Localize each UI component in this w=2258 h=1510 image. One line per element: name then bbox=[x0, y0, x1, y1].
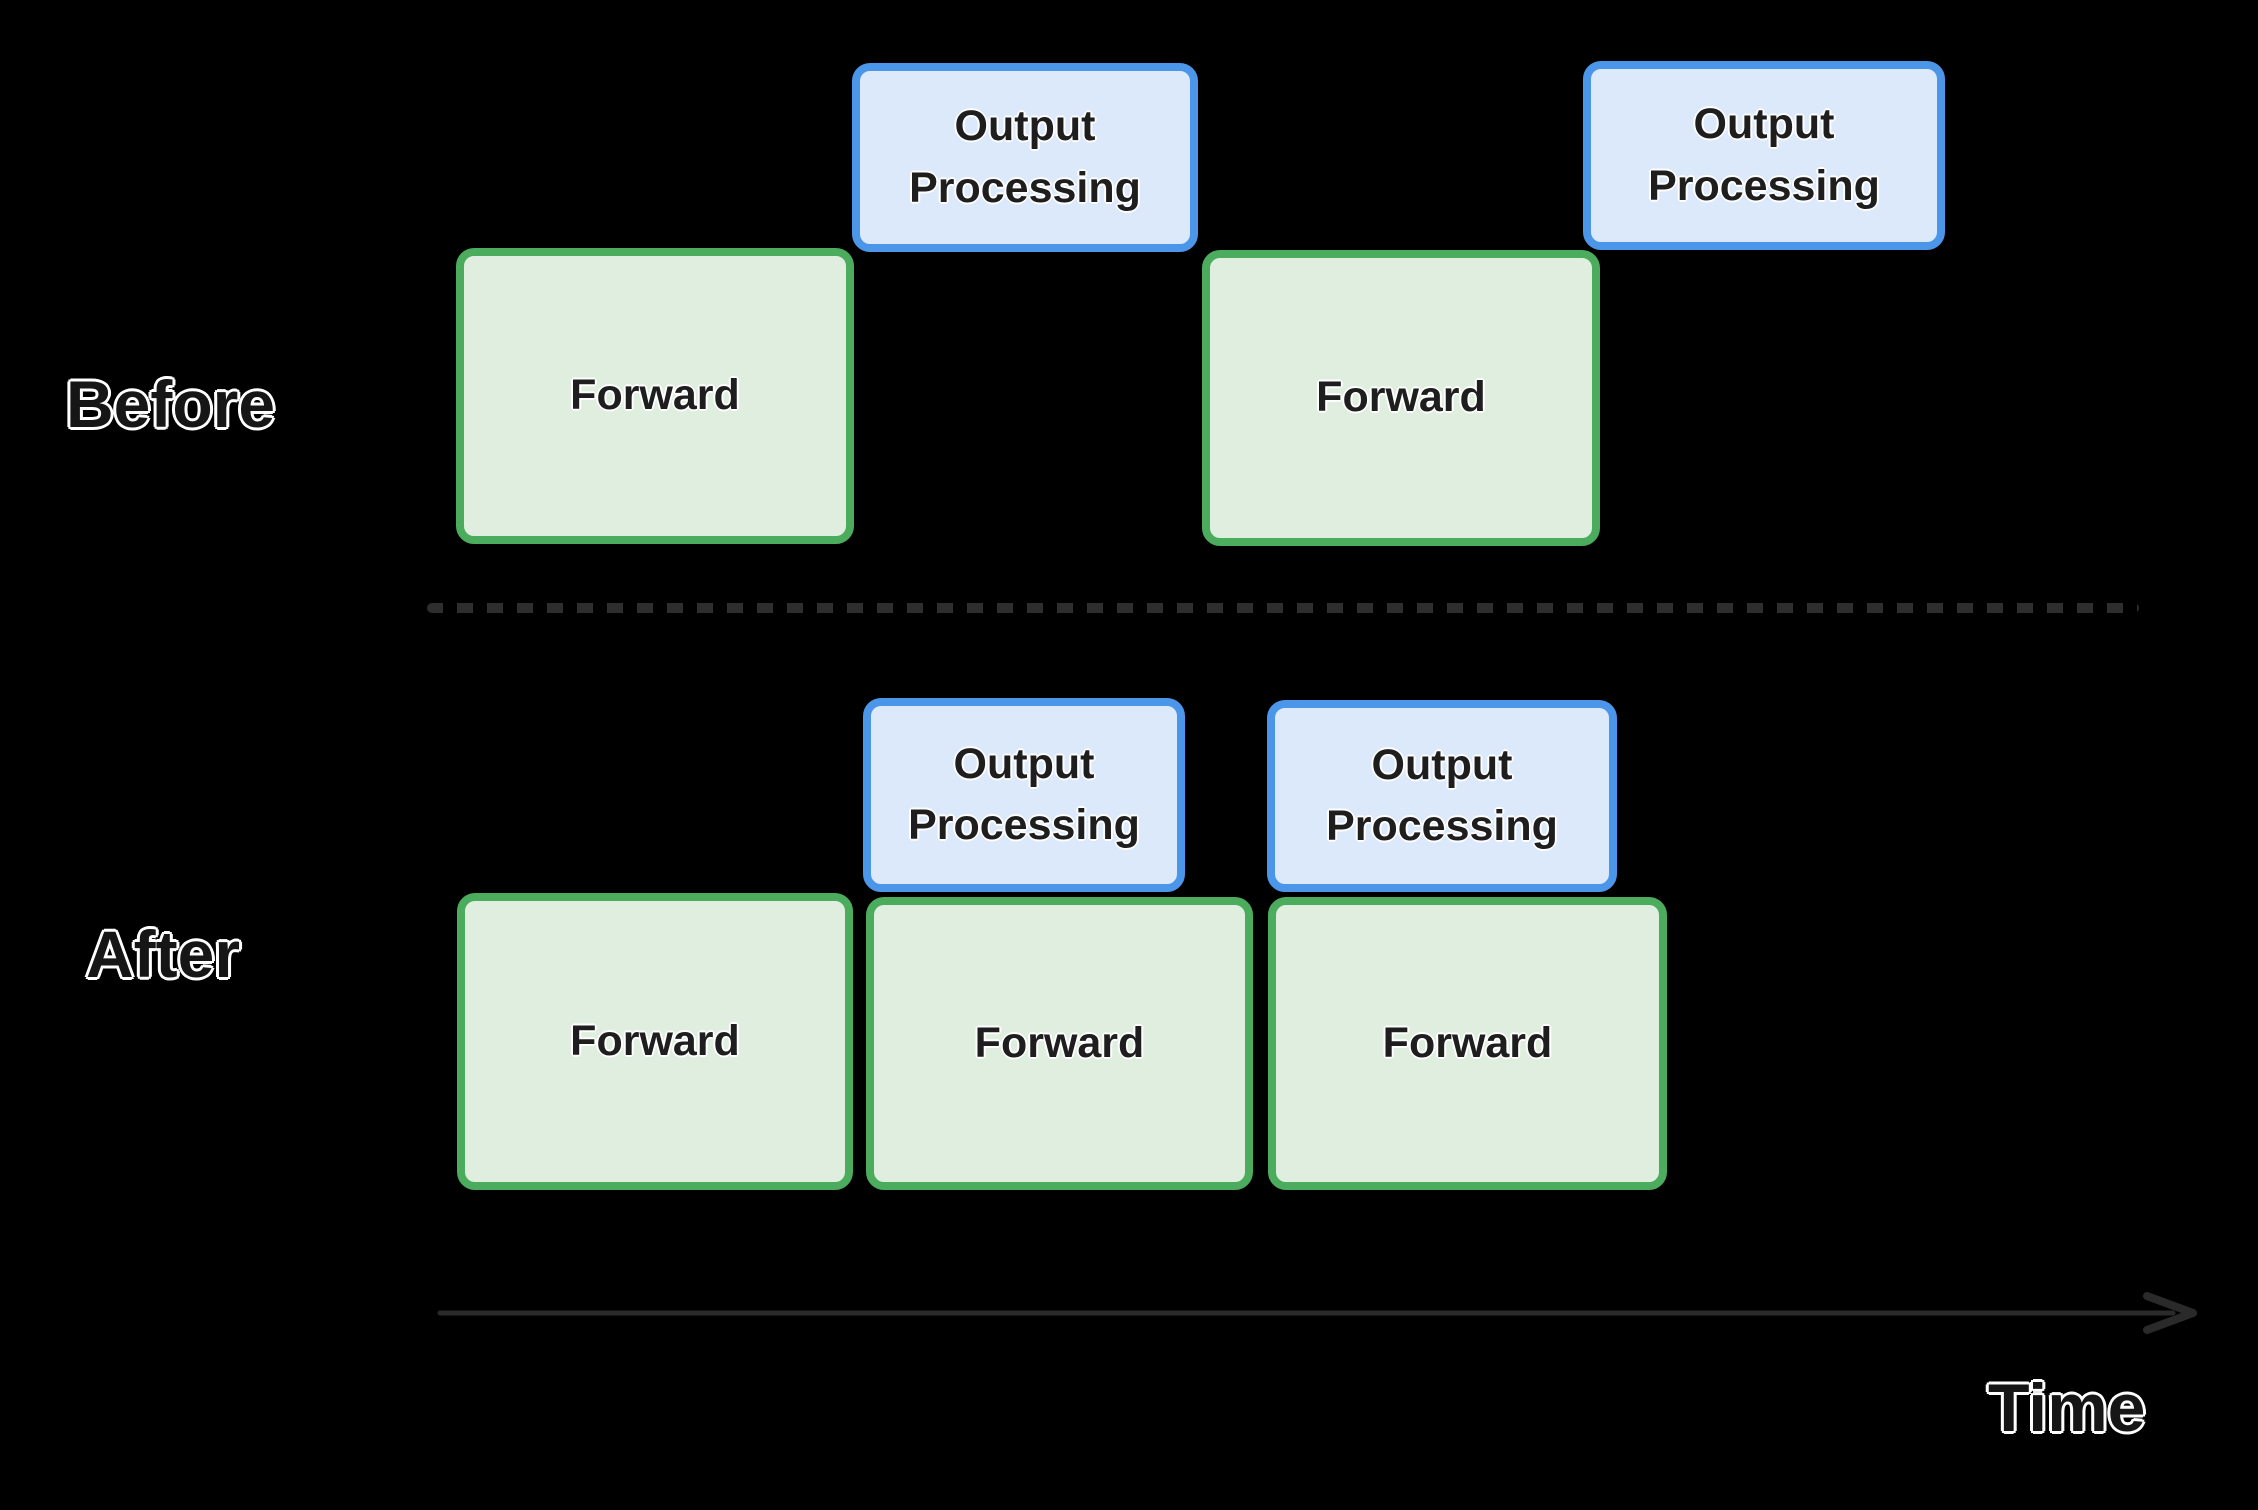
before-label: Before bbox=[66, 367, 276, 441]
forward-box: Forward bbox=[456, 248, 854, 544]
forward-box-label: Forward bbox=[570, 1016, 740, 1065]
output-processing-box: Output Processing bbox=[863, 698, 1185, 892]
forward-box: Forward bbox=[1202, 250, 1600, 546]
output-processing-box-label: Output Processing bbox=[908, 739, 1140, 849]
forward-box-label: Forward bbox=[974, 1018, 1145, 1067]
forward-box: Forward bbox=[866, 897, 1253, 1190]
after-label: After bbox=[86, 917, 241, 991]
forward-box-label: Forward bbox=[1316, 373, 1486, 422]
time-axis-arrow-icon bbox=[437, 1292, 2197, 1334]
output-processing-box-label: Output Processing bbox=[909, 102, 1141, 212]
output-processing-box: Output Processing bbox=[1267, 700, 1617, 892]
output-processing-box-label: Output Processing bbox=[1326, 740, 1558, 850]
section-divider-dashed-line bbox=[427, 603, 2139, 613]
forward-box-label: Forward bbox=[570, 371, 740, 420]
time-axis-label: Time bbox=[1988, 1370, 2146, 1446]
output-processing-box-label: Output Processing bbox=[1648, 100, 1880, 210]
output-processing-box: Output Processing bbox=[852, 63, 1198, 252]
output-processing-box: Output Processing bbox=[1583, 61, 1945, 250]
forward-box: Forward bbox=[457, 893, 853, 1190]
forward-box: Forward bbox=[1268, 897, 1667, 1190]
forward-box-label: Forward bbox=[1382, 1018, 1553, 1067]
